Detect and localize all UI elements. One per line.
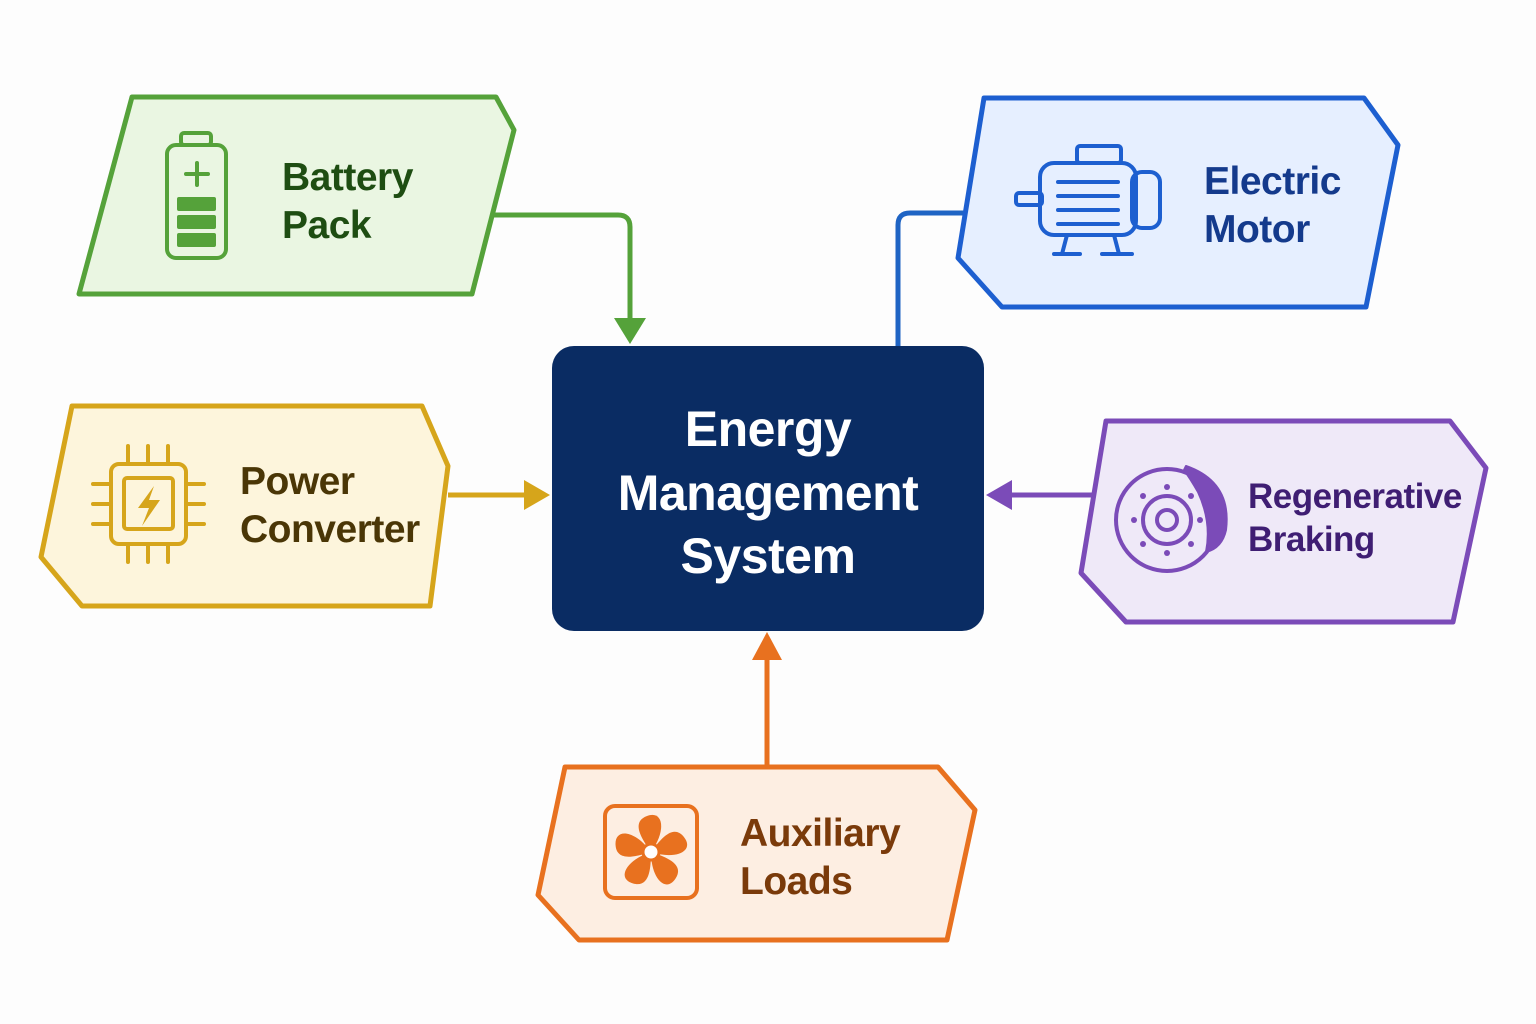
power-converter-node[interactable]: [38, 403, 451, 609]
fan-icon: [603, 804, 699, 900]
arrowhead-battery: [614, 318, 646, 344]
energy-management-system-label: Energy Management System: [552, 398, 984, 589]
battery-icon: [165, 131, 228, 260]
auxiliary-loads-node[interactable]: [535, 764, 978, 943]
regenerative-braking-label-line-1: Regenerative: [1248, 477, 1462, 516]
electric-motor-label-line-1: Electric: [1204, 160, 1341, 203]
regenerative-braking-label-line-2: Braking: [1248, 519, 1375, 559]
arrowhead-aux: [752, 632, 782, 660]
auxiliary-loads-label-line-2: Loads: [740, 859, 853, 903]
electric-motor-label: Electric Motor: [1204, 158, 1341, 253]
connector-battery: [492, 212, 646, 344]
electric-motor-icon: [1014, 144, 1162, 256]
energy-management-system-label-line-1: Energy: [684, 401, 852, 457]
auxiliary-loads-label-line-1: Auxiliary: [740, 812, 901, 855]
brake-disc-icon: [1114, 465, 1228, 573]
energy-management-system-box[interactable]: [552, 346, 984, 631]
battery-pack-label-line-2: Pack: [282, 203, 372, 247]
battery-pack-label-line-1: Battery: [282, 156, 413, 199]
arrowhead-regen: [986, 480, 1012, 510]
connector-regen: [986, 480, 1092, 510]
connector-power: [448, 480, 550, 510]
arrowhead-power: [524, 480, 550, 510]
connector-motor: [895, 210, 966, 346]
auxiliary-loads-label: Auxiliary Loads: [740, 810, 901, 905]
regenerative-braking-label: Regenerative Braking: [1248, 476, 1462, 561]
electric-motor-node[interactable]: [955, 95, 1401, 310]
electric-motor-label-line-2: Motor: [1204, 207, 1310, 251]
power-converter-label: Power Converter: [240, 458, 420, 553]
power-converter-label-line-1: Power: [240, 460, 355, 503]
energy-management-system-label-line-2: Management: [617, 464, 919, 521]
battery-pack-node[interactable]: [76, 94, 517, 297]
energy-management-system-label-line-3: System: [680, 528, 856, 584]
battery-pack-label: Battery Pack: [282, 154, 413, 249]
connector-aux: [752, 632, 782, 765]
power-converter-label-line-2: Converter: [240, 507, 420, 551]
regenerative-braking-node[interactable]: [1078, 418, 1489, 625]
chip-lightning-icon: [91, 444, 206, 564]
